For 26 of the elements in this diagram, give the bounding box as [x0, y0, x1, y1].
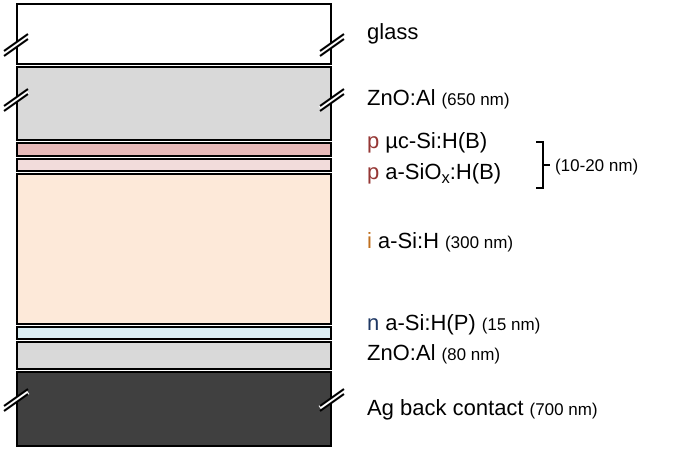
layer-label: ZnO:Al: [367, 342, 436, 364]
layer-block: [16, 158, 332, 172]
layer-block: [16, 142, 332, 157]
layer-label: a-SiO$_{x}$:H(B): [385, 161, 502, 183]
thickness-label: (300 nm): [445, 234, 514, 251]
layer-block: [16, 173, 332, 325]
layer-label: Ag back contact: [367, 397, 524, 419]
thickness-label: (15 nm): [482, 316, 540, 333]
thickness-label: (80 nm): [441, 346, 500, 363]
doping-label: p: [367, 161, 380, 183]
thickness-label: (650 nm): [441, 91, 510, 108]
layer-block: [16, 326, 332, 340]
layer-label: µc-Si:H(B): [385, 130, 488, 152]
layer-label: ZnO:Al: [367, 87, 436, 109]
layer-block: [16, 3, 332, 65]
thickness-label: (700 nm): [530, 401, 598, 418]
layer-block: [16, 371, 332, 447]
layer-block: [16, 66, 332, 141]
doping-label: p: [367, 130, 380, 152]
thickness-label: (10-20 nm): [555, 157, 638, 174]
layer-block: [16, 341, 332, 370]
layer-label: glass: [367, 21, 418, 43]
layer-label: a-Si:H(P): [385, 312, 476, 334]
doping-label: n: [367, 312, 380, 334]
doping-label: i: [367, 230, 372, 252]
layer-label: a-Si:H: [378, 230, 440, 252]
